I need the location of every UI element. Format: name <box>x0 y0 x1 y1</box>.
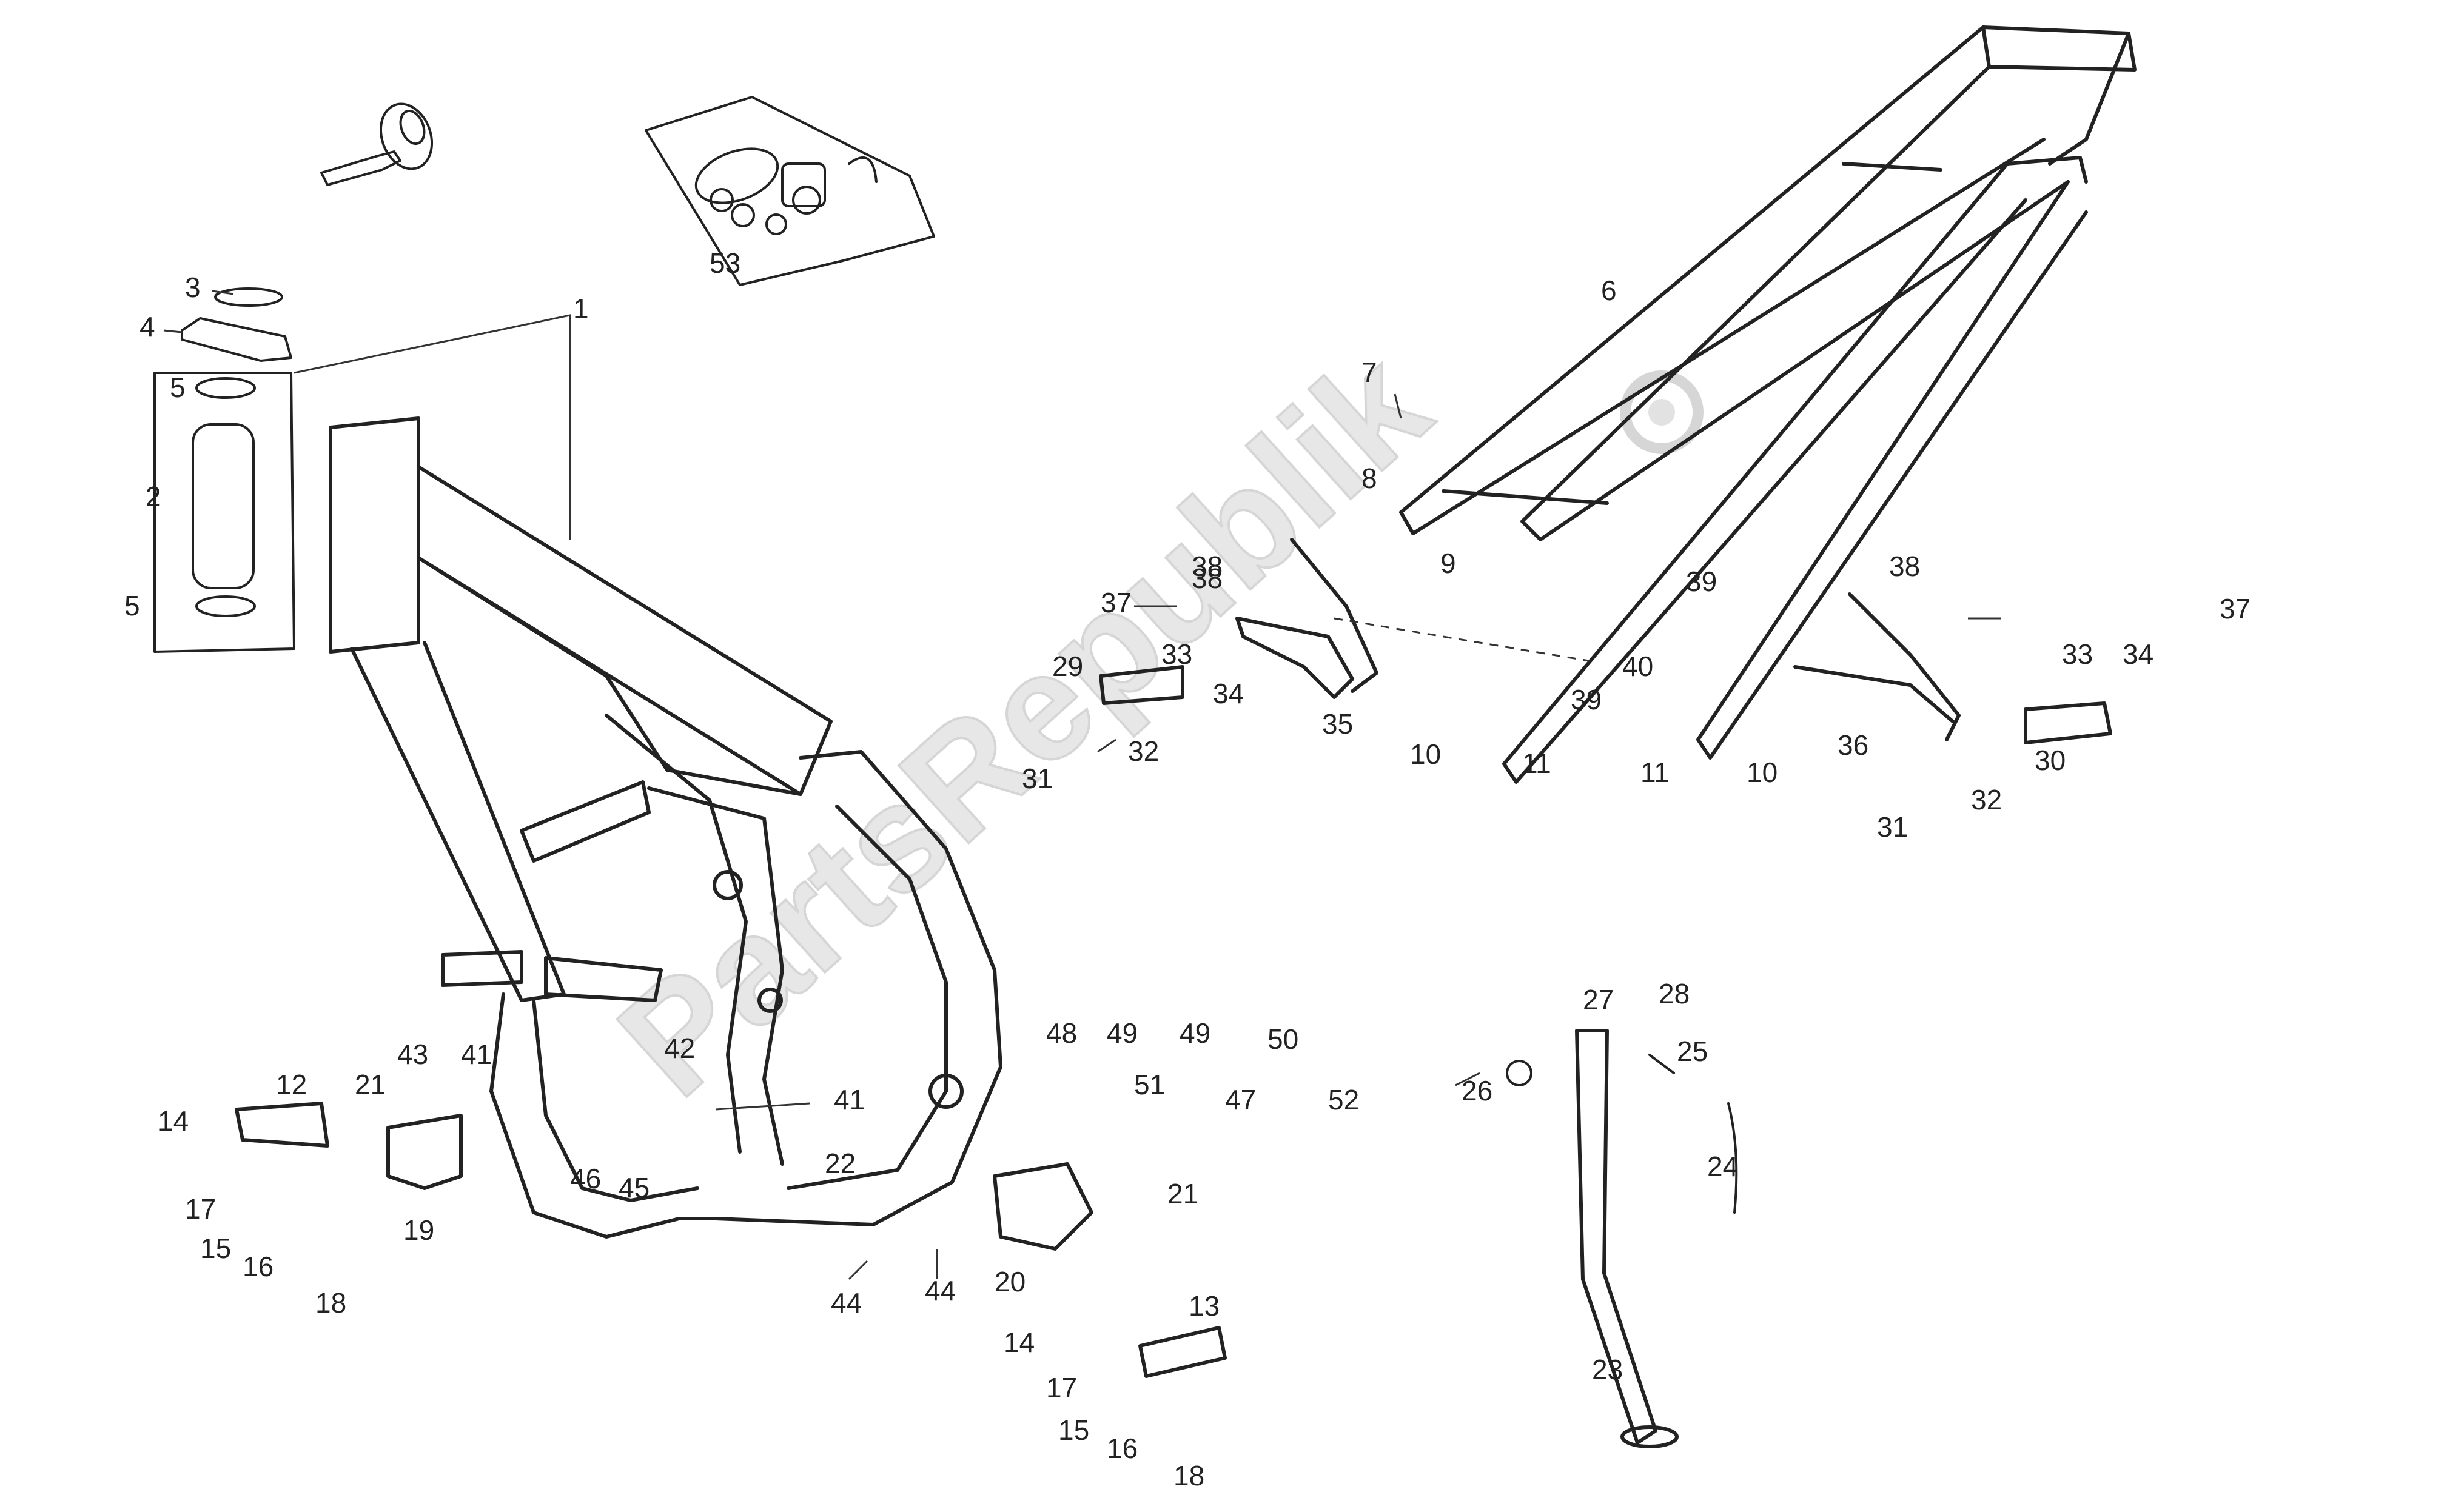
callout-label: 1 <box>573 293 589 324</box>
callout-label: 14 <box>158 1105 189 1137</box>
callout-label: 5 <box>170 372 186 403</box>
callout-label: 3 <box>185 272 201 303</box>
callout-label: 4 <box>139 311 155 343</box>
callout-label: 17 <box>185 1193 216 1225</box>
callout-label: 47 <box>1225 1084 1256 1116</box>
callout-label: 42 <box>664 1032 695 1064</box>
callout-label: 21 <box>1167 1178 1198 1209</box>
callout-label: 20 <box>995 1266 1026 1297</box>
callout-label: 6 <box>1601 275 1617 306</box>
callout-label: 41 <box>461 1039 492 1070</box>
callout-label: 2 <box>146 481 161 512</box>
ignition-switch-kit <box>645 96 935 286</box>
callout-label: 44 <box>831 1287 862 1319</box>
callout-label: 37 <box>1101 587 1132 618</box>
callout-label: 9 <box>1440 547 1456 579</box>
callout-label: 34 <box>2123 638 2153 670</box>
callout-label: 48 <box>1046 1017 1077 1049</box>
callout-label: 23 <box>1592 1354 1623 1385</box>
callout-label: 33 <box>1161 638 1192 670</box>
callout-label: 32 <box>1128 735 1159 767</box>
callout-label: 39 <box>1686 566 1717 597</box>
steering-bearing-set <box>153 287 295 653</box>
side-stand <box>1506 1029 1738 1448</box>
callout-label: 30 <box>2035 744 2066 776</box>
callout-label: 7 <box>1361 356 1377 388</box>
key-part <box>320 102 434 186</box>
main-frame <box>329 416 1002 1239</box>
callout-label: 18 <box>1173 1460 1204 1491</box>
callout-label: 38 <box>1192 563 1223 594</box>
callout-label: 27 <box>1583 984 1614 1015</box>
callout-label: 11 <box>1522 748 1551 779</box>
callout-label: 16 <box>1107 1433 1138 1464</box>
callout-label: 28 <box>1659 978 1690 1009</box>
callout-label: 44 <box>925 1275 956 1306</box>
callout-label: 11 <box>1640 757 1670 788</box>
callout-label: 24 <box>1707 1151 1738 1182</box>
callout-label: 49 <box>1180 1017 1210 1049</box>
callout-label: 31 <box>1022 763 1053 794</box>
callout-labels: 1 2 3 4 5 5 6 7 8 9 10 10 11 11 12 13 14… <box>124 247 2251 1491</box>
watermark: PartsRepublik <box>586 318 1704 1128</box>
callout-label: 8 <box>1361 463 1377 494</box>
callout-label: 10 <box>1747 757 1778 788</box>
footrests <box>235 538 2112 1378</box>
callout-label: 19 <box>403 1214 434 1246</box>
callout-label: 36 <box>1838 729 1868 761</box>
callout-label: 17 <box>1046 1372 1077 1403</box>
callout-label: 22 <box>825 1148 856 1179</box>
callout-label: 45 <box>619 1172 650 1203</box>
callout-label: 35 <box>1322 708 1353 740</box>
leader-lines <box>163 290 2001 1280</box>
callout-label: 33 <box>2062 638 2093 670</box>
callout-label: 10 <box>1410 738 1441 770</box>
callout-label: 32 <box>1971 784 2002 815</box>
callout-label: 18 <box>315 1287 346 1319</box>
callout-label: 53 <box>710 247 740 279</box>
callout-label: 5 <box>124 590 140 621</box>
callout-label: 29 <box>1052 651 1083 682</box>
callout-label: 39 <box>1571 684 1602 715</box>
callout-label: 37 <box>2220 593 2251 624</box>
callout-label: 41 <box>834 1084 865 1116</box>
rear-subframe <box>1399 25 2137 784</box>
callout-label: 25 <box>1677 1035 1708 1067</box>
callout-label: 49 <box>1107 1017 1138 1049</box>
gear-logo-icon <box>1620 370 1704 454</box>
callout-label: 34 <box>1213 678 1244 709</box>
callout-label: 38 <box>1192 550 1223 582</box>
callout-label: 50 <box>1267 1023 1298 1055</box>
callout-label: 15 <box>1058 1414 1089 1446</box>
callout-label: 16 <box>243 1251 274 1282</box>
callout-label: 43 <box>397 1039 428 1070</box>
callout-label: 52 <box>1328 1084 1359 1116</box>
callout-label: 40 <box>1622 651 1653 682</box>
callout-label: 14 <box>1004 1326 1035 1358</box>
callout-label: 51 <box>1134 1069 1165 1100</box>
callout-label: 15 <box>200 1233 231 1264</box>
callout-label: 21 <box>355 1069 386 1100</box>
callout-label: 12 <box>276 1069 307 1100</box>
callout-label: 31 <box>1877 811 1908 843</box>
callout-label: 46 <box>570 1163 601 1194</box>
callout-label: 13 <box>1189 1290 1220 1322</box>
callout-label: 38 <box>1889 550 1920 582</box>
